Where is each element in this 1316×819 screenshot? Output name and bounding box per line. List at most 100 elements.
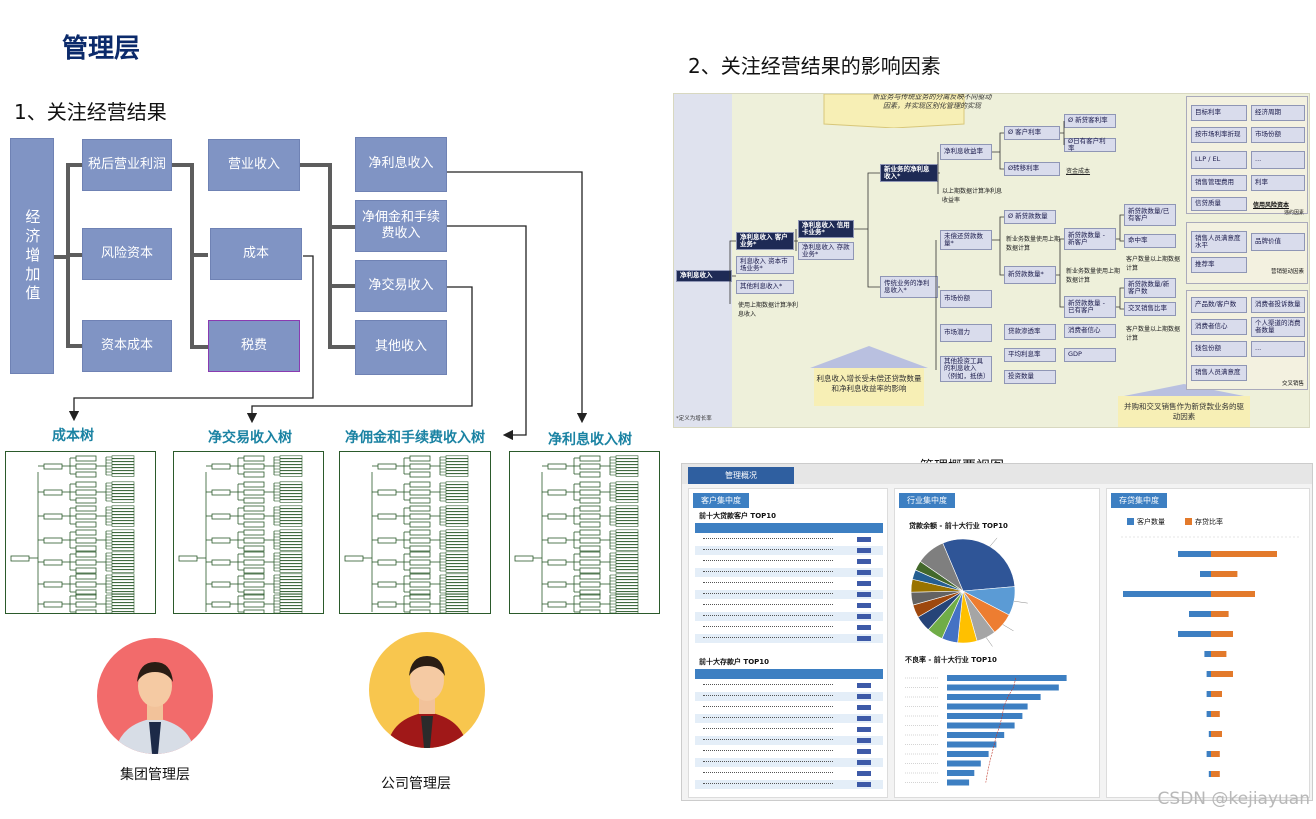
flow-note: 使用上期数据计算净利息收入 [738,302,799,318]
flow-node: 净利息收入 信用卡业务* [798,220,854,238]
table-row [695,601,883,610]
table-row [695,546,883,555]
bar-right [1211,671,1233,677]
table-row [695,769,883,778]
flow-node: 新业务的净利息收入* [880,164,938,182]
tree-root: 经济增加值 [10,138,54,374]
table-rows [695,681,883,793]
flow-node: Ø日有客户利率 [1064,137,1116,152]
table-row [695,681,883,690]
trend-line [985,677,1017,783]
callout-top-shape [823,94,965,128]
flow-note: 新业务数量使用上期数据计算 [1066,268,1121,284]
pie-chart [910,537,1028,647]
bar [947,694,1041,700]
bar-left [1206,691,1211,697]
table-row [695,780,883,789]
table-title: 前十大贷款客户 TOP10 [699,512,777,520]
bar [947,722,1015,729]
section2-heading: 2、关注经营结果的影响因素 [688,54,941,78]
tree-l2-item: 营业收入 [208,139,300,191]
watermark: CSDN @kejiayuan [1157,789,1310,809]
table-row [695,758,883,767]
flow-node: 投资数量 [1004,370,1056,384]
callout-bottom-left-shape [810,346,928,406]
businessman-icon [97,638,213,754]
table-row [695,590,883,599]
legend-item: 客户数量 [1127,517,1165,527]
flow-node: 贷款渗透率 [1004,324,1056,340]
bar [947,675,1067,681]
panel-deposit-loan: 存贷集中度 客户数量 存贷比率 [1106,488,1310,798]
persona-label: 公司管理层 [381,776,451,792]
bar-right [1211,631,1233,637]
legend-item: 存贷比率 [1185,517,1223,527]
diverging-bar-chart [1121,536,1301,777]
bar-right [1211,651,1227,657]
bar [947,770,975,776]
pie-leader [1002,624,1014,632]
tab-overview[interactable]: 管理概况 [688,467,794,484]
bar-right [1211,691,1222,697]
callout-bottom-right: 并购和交叉销售作为新贷款业务的驱动因素 [1124,402,1244,422]
flow-node: GDP [1064,348,1116,362]
flow-node: 净利息收益率 [940,144,992,160]
table-row [695,747,883,756]
tree-l3-item: 其他收入 [355,320,447,375]
subtree-label: 净利息收入树 [548,432,632,448]
bar-right [1211,591,1255,597]
flow-node: 新贷款数量/已有客户 [1124,204,1176,226]
dashboard-screenshot: 管理概况 客户集中度 前十大贷款客户 TOP10 前十大存款户 TOP10 行业… [681,463,1313,801]
mini-tree [5,451,156,614]
flow-node: 新贷款数量/新客户数 [1124,278,1176,298]
flow-note: 以上期数据计算净利息收益率 [942,188,1003,204]
persona-label: 集团管理层 [120,767,190,783]
driver-box-financial: 目标利率 经济周期 按市场利率折现 市场份额 LLP / EL ... 销售管理… [1186,96,1308,216]
bar [947,779,970,786]
page-title: 管理层 [62,34,141,64]
section1-heading: 1、关注经营结果 [14,100,167,124]
callout-bottom-left: 利息收入增长受未偿还贷款数量和净利息收益率的影响 [816,374,922,394]
tree-l2-item: 成本 [210,228,302,280]
mini-tree-graphic [344,455,469,613]
flow-node: Ø 客户利率 [1004,126,1060,140]
bar [947,751,989,757]
table-row [695,579,883,588]
flow-node: Ø转移利率 [1004,162,1060,176]
subtree-label: 成本树 [52,428,94,444]
bar-right [1211,731,1222,737]
flow-node: 消费者信心 [1064,324,1116,338]
table-rows [695,535,883,655]
bar-left [1208,771,1211,777]
bar-left [1189,611,1211,617]
tree-l1-item: 资本成本 [82,320,172,372]
bar-right [1211,611,1229,617]
bar-right [1211,711,1220,717]
tree-l3-item: 净交易收入 [355,260,447,312]
bar-chart [905,675,1067,786]
flow-note: 新业务数量使用上期数据计算 [1006,236,1061,252]
table-row [695,557,883,566]
bar [947,703,1028,710]
tree-l3-item: 净利息收入 [355,137,447,192]
flow-root: 净利息收入 [676,270,732,282]
callout-bottom-right-shape [1118,384,1250,427]
mini-tree [173,451,324,614]
table-row [695,623,883,632]
subtree-label: 净佣金和手续费收入树 [345,430,485,446]
bar-right [1211,571,1238,577]
flow-node: 交叉销售比率 [1124,302,1176,316]
flow-note: 客户数量以上期数据计算 [1126,256,1181,272]
table-title: 前十大存款户 TOP10 [699,658,770,666]
table-row [695,692,883,701]
table-row [695,703,883,712]
table-row [695,714,883,723]
mini-tree-graphic [178,455,303,613]
table-row [695,725,883,734]
flow-note: 客户数量以上期数据计算 [1126,326,1181,342]
bar-left [1208,731,1211,737]
flow-node: 平均利息率 [1004,348,1056,362]
subtree-label: 净交易收入树 [208,430,292,446]
driver-box-crosssell: 产品数/客户数 消费者投诉数量 消费者信心 个人渠道的消费者数量 钱包份额 ..… [1186,290,1308,390]
pie-slice [942,538,1016,592]
